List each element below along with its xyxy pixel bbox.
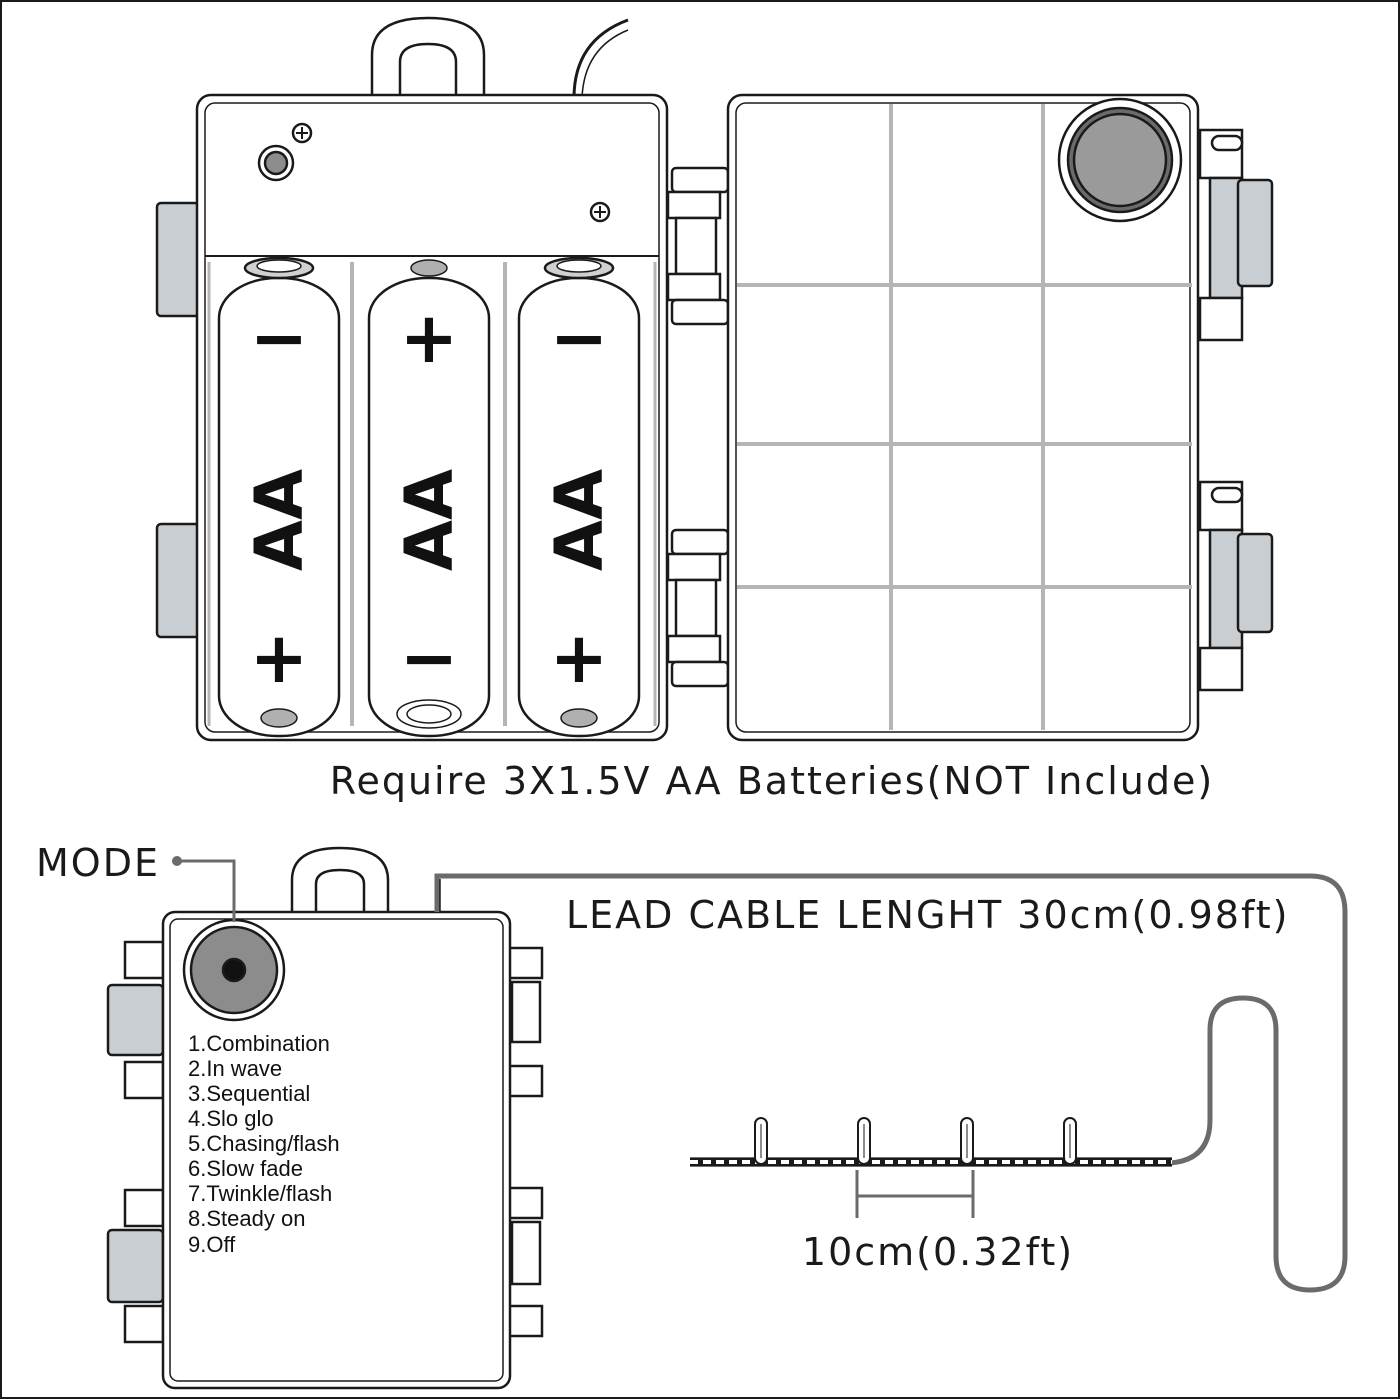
- battery-3-bottom-sign: +: [550, 617, 609, 699]
- lead-cable: [434, 873, 1348, 1293]
- mode-item: 1.Combination: [188, 1031, 330, 1056]
- mode-item: 2.In wave: [188, 1056, 282, 1081]
- mode-item: 5.Chasing/flash: [188, 1131, 340, 1156]
- lead-cable-label: LEAD CABLE LENGHT 30cm(0.98ft): [566, 893, 1289, 937]
- battery-lid: [726, 93, 1200, 742]
- led-bulb: [857, 1117, 871, 1165]
- hinge-top: [666, 166, 730, 326]
- side-tab-top: [155, 201, 201, 318]
- lid-grid: [737, 104, 1192, 730]
- battery-2-label: AA: [391, 469, 468, 571]
- hinge-bottom: [666, 528, 730, 688]
- wire-out: [572, 18, 629, 99]
- battery-3: [517, 256, 641, 738]
- battery-1: [217, 256, 341, 738]
- battery-2: [367, 259, 491, 738]
- battery-caption: Require 3X1.5V AA Batteries(NOT Include): [330, 759, 1214, 803]
- battery-1-bottom-sign: +: [250, 617, 309, 699]
- battery-1-label: AA: [241, 469, 318, 571]
- controller-body: [161, 910, 512, 1390]
- controller-hanging-loop: [290, 846, 390, 917]
- battery-2-top-sign: +: [400, 297, 459, 379]
- lid-clip-bottom: [1198, 480, 1274, 692]
- spacing-label: 10cm(0.32ft): [802, 1230, 1074, 1274]
- mode-item: 6.Slow fade: [188, 1156, 303, 1181]
- led-bulb: [754, 1117, 768, 1165]
- mode-label: MODE: [36, 841, 160, 885]
- mode-item: 3.Sequential: [188, 1081, 310, 1106]
- battery-2-bottom-sign: −: [400, 617, 459, 699]
- battery-1-top-sign: −: [250, 297, 309, 379]
- battery-3-label: AA: [541, 469, 618, 571]
- lid-clip-top: [1198, 128, 1274, 342]
- mode-leader-line: [177, 859, 236, 922]
- mode-item: 4.Slo glo: [188, 1106, 274, 1131]
- led-bulb: [1063, 1117, 1077, 1165]
- hanging-loop: [370, 16, 486, 102]
- mode-item: 8.Steady on: [188, 1206, 305, 1231]
- mode-item: 7.Twinkle/flash: [188, 1181, 332, 1206]
- mode-item: 9.Off: [188, 1232, 236, 1257]
- controller-box: [106, 846, 544, 1390]
- led-bulb: [960, 1117, 974, 1165]
- right-hinge-bottom: [506, 1186, 544, 1338]
- left-clip-top: [106, 940, 165, 1100]
- left-clip-bottom: [106, 1188, 165, 1344]
- twisted-wire: [690, 1157, 1172, 1167]
- spacing-dimension: [855, 1170, 975, 1218]
- right-hinge-top: [506, 946, 544, 1098]
- side-tab-bottom: [155, 522, 201, 639]
- battery-3-top-sign: −: [550, 297, 609, 379]
